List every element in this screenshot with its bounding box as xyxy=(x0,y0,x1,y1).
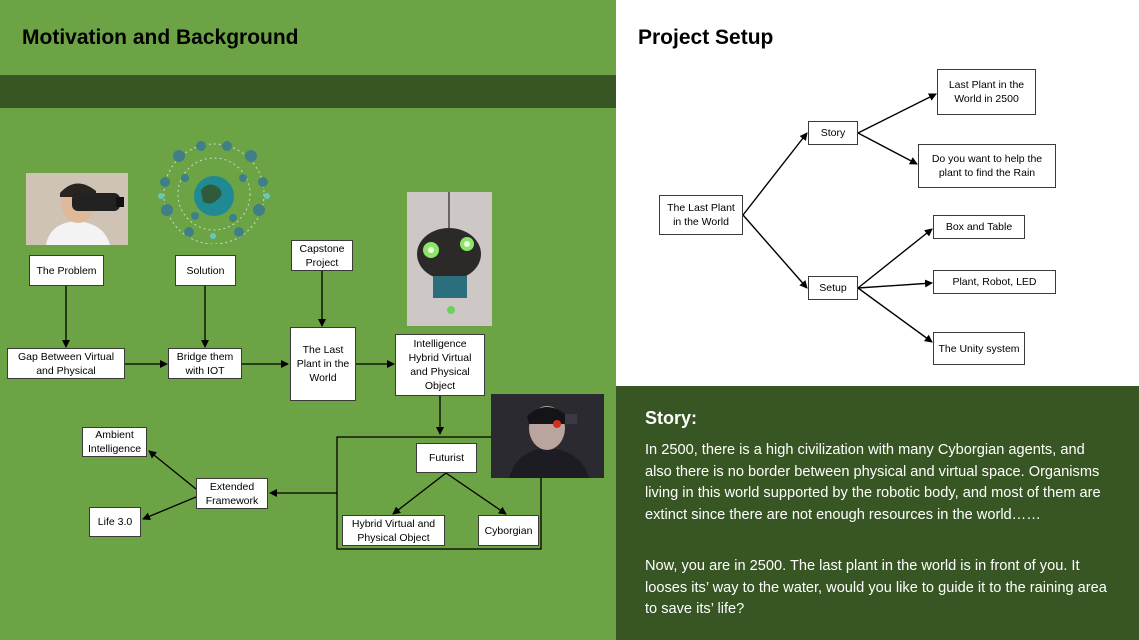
intelligence-hybrid-node: Intelligence Hybrid Virtual and Physical… xyxy=(395,334,485,396)
project-setup-panel: Project Setup The Last Plant in the Worl… xyxy=(616,0,1139,386)
ambient-intelligence-node: Ambient Intelligence xyxy=(82,427,147,457)
header-band xyxy=(0,75,616,108)
cyborg-photo xyxy=(491,394,604,478)
setup-connectors xyxy=(742,93,937,343)
story-paragraph-1: In 2500, there is a high civilization wi… xyxy=(645,442,1101,523)
bridge-iot-node: Bridge them with IOT xyxy=(168,348,242,379)
story-panel: Story: In 2500, there is a high civiliza… xyxy=(616,386,1139,640)
hybrid-object-node: Hybrid Virtual and Physical Object xyxy=(342,515,445,546)
cyborgian-node: Cyborgian xyxy=(478,515,539,546)
motivation-connectors xyxy=(62,271,542,550)
iot-globe-graphic xyxy=(155,138,273,244)
iot-network-icon xyxy=(158,141,270,244)
robot-plant-icon xyxy=(407,192,492,326)
gap-node: Gap Between Virtual and Physical xyxy=(7,348,125,379)
plant-robot-led-node: Plant, Robot, LED xyxy=(933,270,1056,294)
life-3-node: Life 3.0 xyxy=(89,507,141,537)
vr-user-icon xyxy=(26,173,128,245)
story-title: Story: xyxy=(645,408,698,428)
setup-node: Setup xyxy=(808,276,858,300)
last-plant-2500-node: Last Plant in the World in 2500 xyxy=(937,69,1036,115)
the-problem-node: The Problem xyxy=(29,255,104,286)
extended-framework-node: Extended Framework xyxy=(196,478,268,509)
motivation-title: Motivation and Background xyxy=(22,26,299,49)
vr-headset-photo xyxy=(26,173,128,245)
story-paragraph-2: Now, you are in 2500. The last plant in … xyxy=(645,558,1107,617)
root-node: The Last Plant in the World xyxy=(659,195,743,235)
prototype-photo xyxy=(407,192,492,326)
project-setup-title: Project Setup xyxy=(638,26,774,49)
cyborg-icon xyxy=(491,394,604,478)
box-table-node: Box and Table xyxy=(933,215,1025,239)
help-plant-node: Do you want to help the plant to find th… xyxy=(918,144,1056,188)
futurist-node: Futurist xyxy=(416,443,477,473)
solution-node: Solution xyxy=(175,255,236,286)
capstone-project-node: Capstone Project xyxy=(291,240,353,271)
last-plant-node: The Last Plant in the World xyxy=(290,327,356,401)
motivation-panel: Motivation and Background xyxy=(0,0,616,640)
unity-system-node: The Unity system xyxy=(933,332,1025,365)
story-node: Story xyxy=(808,121,858,145)
